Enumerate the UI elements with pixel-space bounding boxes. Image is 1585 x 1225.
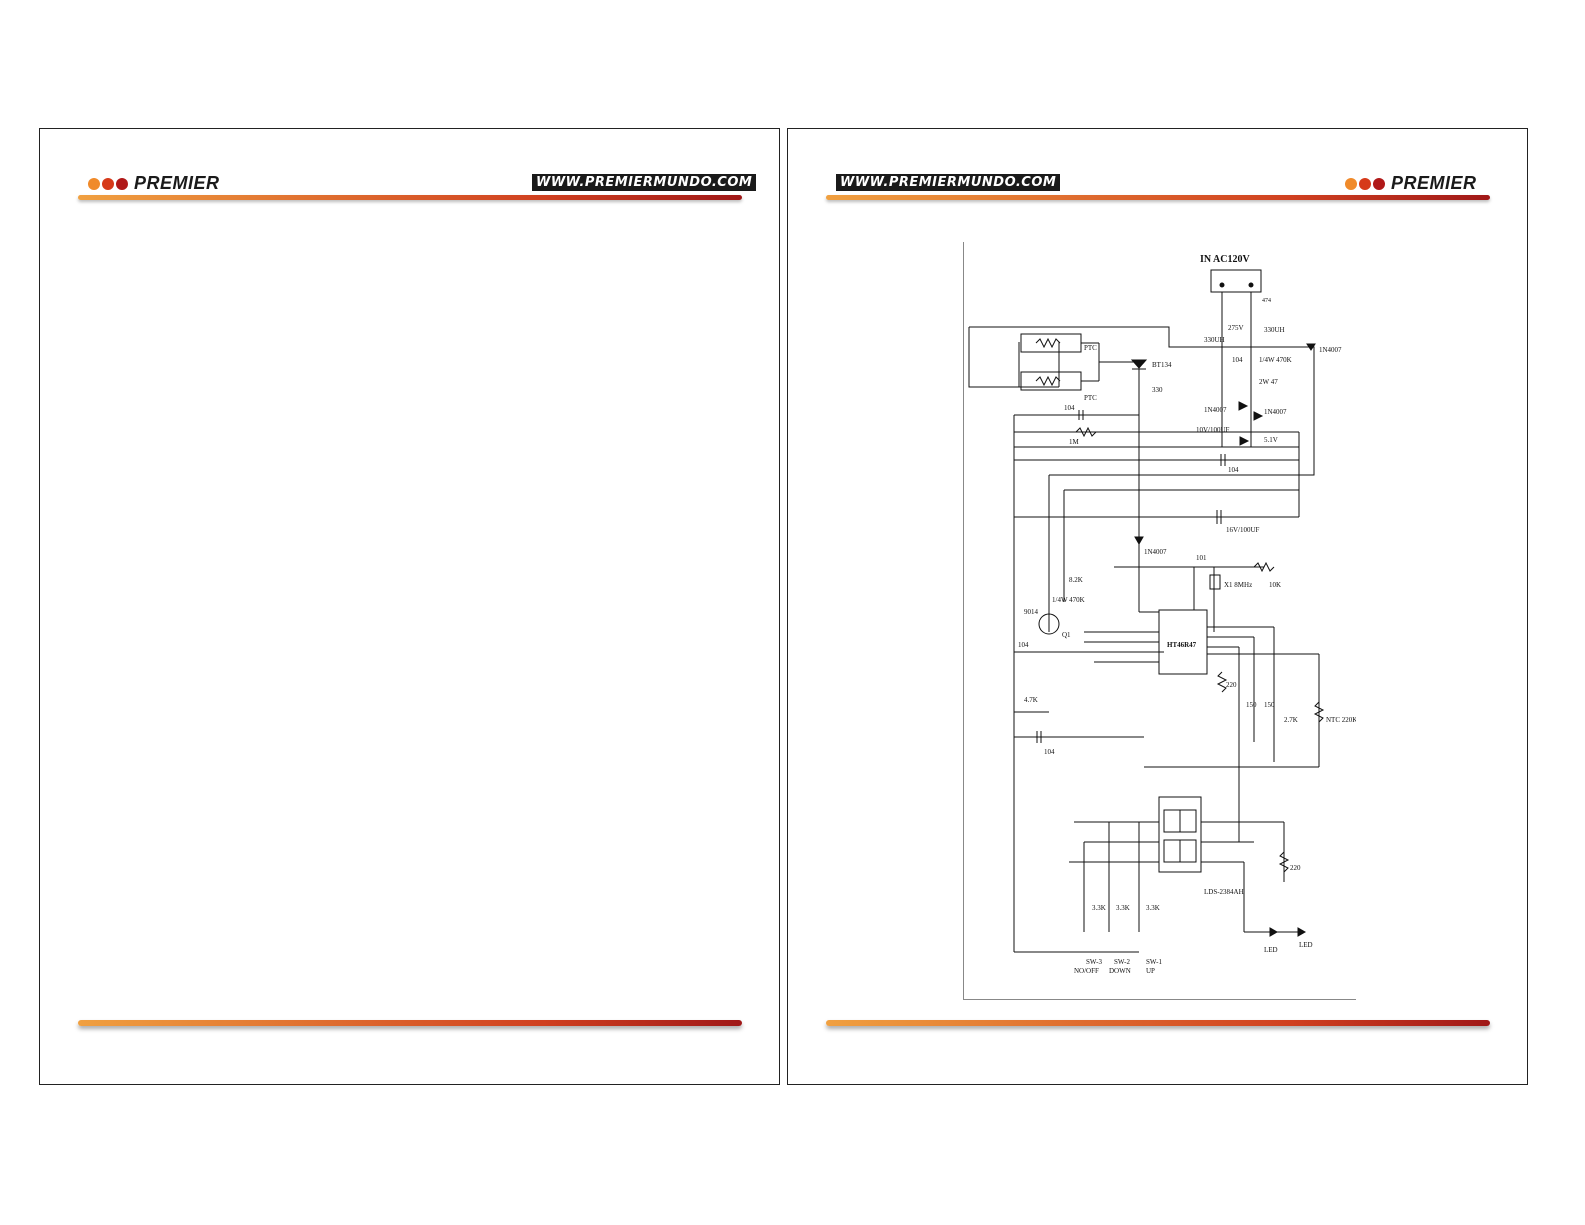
diode-symbol	[1306, 343, 1316, 351]
inductor-label: 330UH	[1204, 336, 1225, 344]
resistor-label: 3.3K	[1146, 904, 1160, 912]
footer-rule	[826, 1020, 1490, 1026]
resistor-zigzag	[1216, 671, 1228, 693]
ntc-label: NTC 220K	[1326, 716, 1356, 724]
logo-word: PREMIER	[1391, 173, 1477, 193]
resistor-label: 220	[1226, 681, 1237, 689]
resistor-label: 220	[1290, 864, 1301, 872]
resistor-label: 1/4W 470K	[1052, 596, 1085, 604]
seven-segment-display	[1158, 796, 1202, 873]
resistor-label: 8.2K	[1069, 576, 1083, 584]
transistor-label: 9014	[1024, 608, 1039, 616]
triac-symbol	[1130, 359, 1148, 369]
display-label: LDS-2384AH	[1204, 888, 1244, 896]
resistor-zigzag	[1313, 701, 1325, 723]
resistor-zigzag	[1278, 851, 1290, 873]
website-url: WWW.PREMIERMUNDO.COM	[532, 174, 757, 191]
terminal-dot	[1248, 282, 1254, 288]
wire	[968, 327, 1059, 388]
zener-label: 5.1V	[1264, 436, 1278, 444]
logo-word: PREMIER	[134, 173, 220, 193]
diode-symbol	[1253, 411, 1264, 421]
terminal-dot	[1219, 282, 1225, 288]
schematic-drawing: IN AC120V	[968, 254, 1357, 975]
switch-label: SW-3	[1086, 958, 1102, 966]
capacitor-label: 474	[1262, 298, 1271, 304]
zener-symbol	[1239, 436, 1250, 446]
circuit-schematic: IN AC120V	[963, 242, 1357, 1000]
capacitor-label: 104	[1044, 748, 1055, 756]
switch-label: SW-1	[1146, 958, 1162, 966]
ac-input-terminal	[1210, 269, 1262, 293]
logo-dot-icon	[102, 177, 114, 190]
logo-dot-icon	[88, 177, 100, 190]
triac-label: BT134	[1152, 361, 1172, 369]
led-symbol	[1269, 927, 1279, 937]
diode-label: 1N4007	[1144, 548, 1167, 556]
capacitor-label: 275V	[1228, 324, 1244, 332]
diode-label: 1N4007	[1319, 346, 1342, 354]
led-symbol	[1297, 927, 1307, 937]
diode-symbol	[1134, 536, 1144, 546]
crystal-symbol	[1209, 574, 1221, 590]
logo-dot-icon	[116, 177, 128, 190]
schematic-title: IN AC120V	[1200, 254, 1251, 265]
page-left: PREMIER WWW.PREMIERMUNDO.COM	[39, 128, 780, 1085]
resistor-label: 1M	[1069, 438, 1080, 446]
ptc-heater	[1020, 333, 1082, 353]
switch-label: NO/OFF	[1074, 967, 1099, 975]
switch-label: SW-2	[1114, 958, 1130, 966]
logo-dot-icon	[1373, 177, 1385, 190]
diode-symbol	[1238, 401, 1249, 411]
resistor-zigzag	[1035, 375, 1061, 387]
page-right: WWW.PREMIERMUNDO.COM PREMIER IN AC120V	[787, 128, 1528, 1085]
resistor-zigzag	[1253, 561, 1275, 573]
resistor-label: 4.7K	[1024, 696, 1038, 704]
resistor-zigzag	[1035, 337, 1061, 349]
header-rule	[826, 195, 1490, 200]
capacitor-label: 16V/100UF	[1226, 526, 1260, 534]
logo-dot-icon	[1359, 177, 1371, 190]
led-label: LED	[1299, 941, 1313, 949]
website-url: WWW.PREMIERMUNDO.COM	[836, 174, 1061, 191]
resistor-label: 1/4W 470K	[1259, 356, 1292, 364]
capacitor-label: 104	[1064, 404, 1075, 412]
capacitor-label: 104	[1232, 356, 1243, 364]
crystal-label: X1 8MHz	[1224, 581, 1252, 589]
switch-label: UP	[1146, 967, 1155, 975]
capacitor-label: 104	[1228, 466, 1239, 474]
resistor-label: 2W 47	[1259, 378, 1278, 386]
switch-label: DOWN	[1109, 967, 1131, 975]
inductor-label: 330UH	[1264, 326, 1285, 334]
resistor-label: 150	[1246, 701, 1257, 709]
led-label: LED	[1264, 946, 1278, 954]
resistor-zigzag	[1075, 426, 1097, 438]
capacitor-label: 10V/100UF	[1196, 426, 1230, 434]
premier-logo: PREMIER	[1345, 173, 1477, 194]
footer-rule	[78, 1020, 742, 1026]
header-rule	[78, 195, 742, 200]
transistor-label: Q1	[1062, 631, 1071, 639]
capacitor-label: 101	[1196, 554, 1207, 562]
transistor-symbol	[1038, 613, 1060, 635]
resistor-label: 3.3K	[1092, 904, 1106, 912]
ptc-label: PTC	[1084, 344, 1097, 352]
ptc-label: PTC	[1084, 394, 1097, 402]
ic-label: HT46R47	[1167, 641, 1197, 649]
premier-logo: PREMIER	[88, 173, 220, 194]
capacitor-label: 104	[1018, 641, 1029, 649]
logo-dot-icon	[1345, 177, 1357, 190]
diode-label: 1N4007	[1204, 406, 1227, 414]
resistor-label: 330	[1152, 386, 1163, 394]
resistor-label: 3.3K	[1116, 904, 1130, 912]
wire	[969, 326, 1315, 476]
resistor-label: 150	[1264, 701, 1275, 709]
diode-label: 1N4007	[1264, 408, 1287, 416]
resistor-label: 2.7K	[1284, 716, 1298, 724]
resistor-label: 10K	[1269, 581, 1281, 589]
